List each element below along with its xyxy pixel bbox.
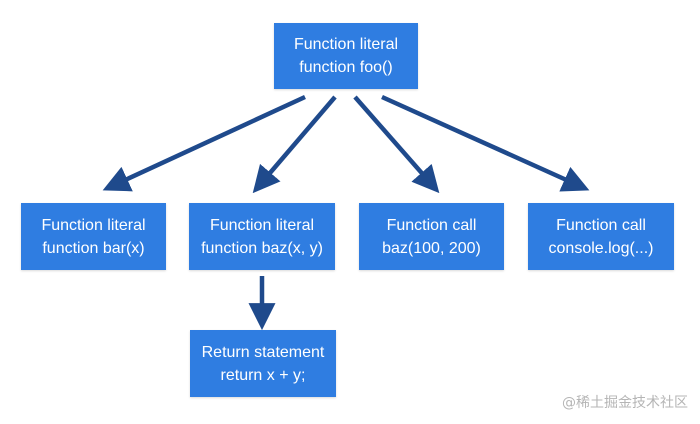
node-bar-line2: function bar(x): [42, 239, 145, 257]
edge-root-to-call-baz: [353, 95, 440, 194]
node-function-baz: Function literal function baz(x, y): [189, 203, 335, 270]
node-baz-line2: function baz(x, y): [201, 239, 323, 257]
node-call-log-line1: Function call: [556, 216, 646, 234]
node-return-statement: Return statement return x + y;: [190, 330, 336, 397]
node-call-baz: Function call baz(100, 200): [359, 203, 504, 270]
node-call-baz-line1: Function call: [386, 216, 477, 234]
node-root-line1: Function literal: [293, 36, 399, 53]
watermark-text: @稀土掘金技术社区: [562, 395, 688, 411]
node-return-line1: Return statement: [201, 343, 325, 361]
node-return-line2: return x + y;: [220, 366, 306, 384]
edge-root-to-baz: [252, 95, 337, 194]
node-root-line2: function foo(): [299, 59, 393, 76]
edge-root-to-bar: [102, 94, 306, 192]
edge-root-to-call-log: [381, 94, 590, 192]
node-call-log-line2: console.log(...): [548, 239, 654, 257]
node-bar-line1: Function literal: [41, 216, 146, 234]
node-root-function-foo: Function literal function foo(): [274, 23, 418, 89]
node-call-baz-line2: baz(100, 200): [382, 239, 481, 257]
node-function-bar: Function literal function bar(x): [21, 203, 166, 270]
node-baz-line1: Function literal: [209, 216, 315, 234]
node-call-console-log: Function call console.log(...): [528, 203, 674, 270]
